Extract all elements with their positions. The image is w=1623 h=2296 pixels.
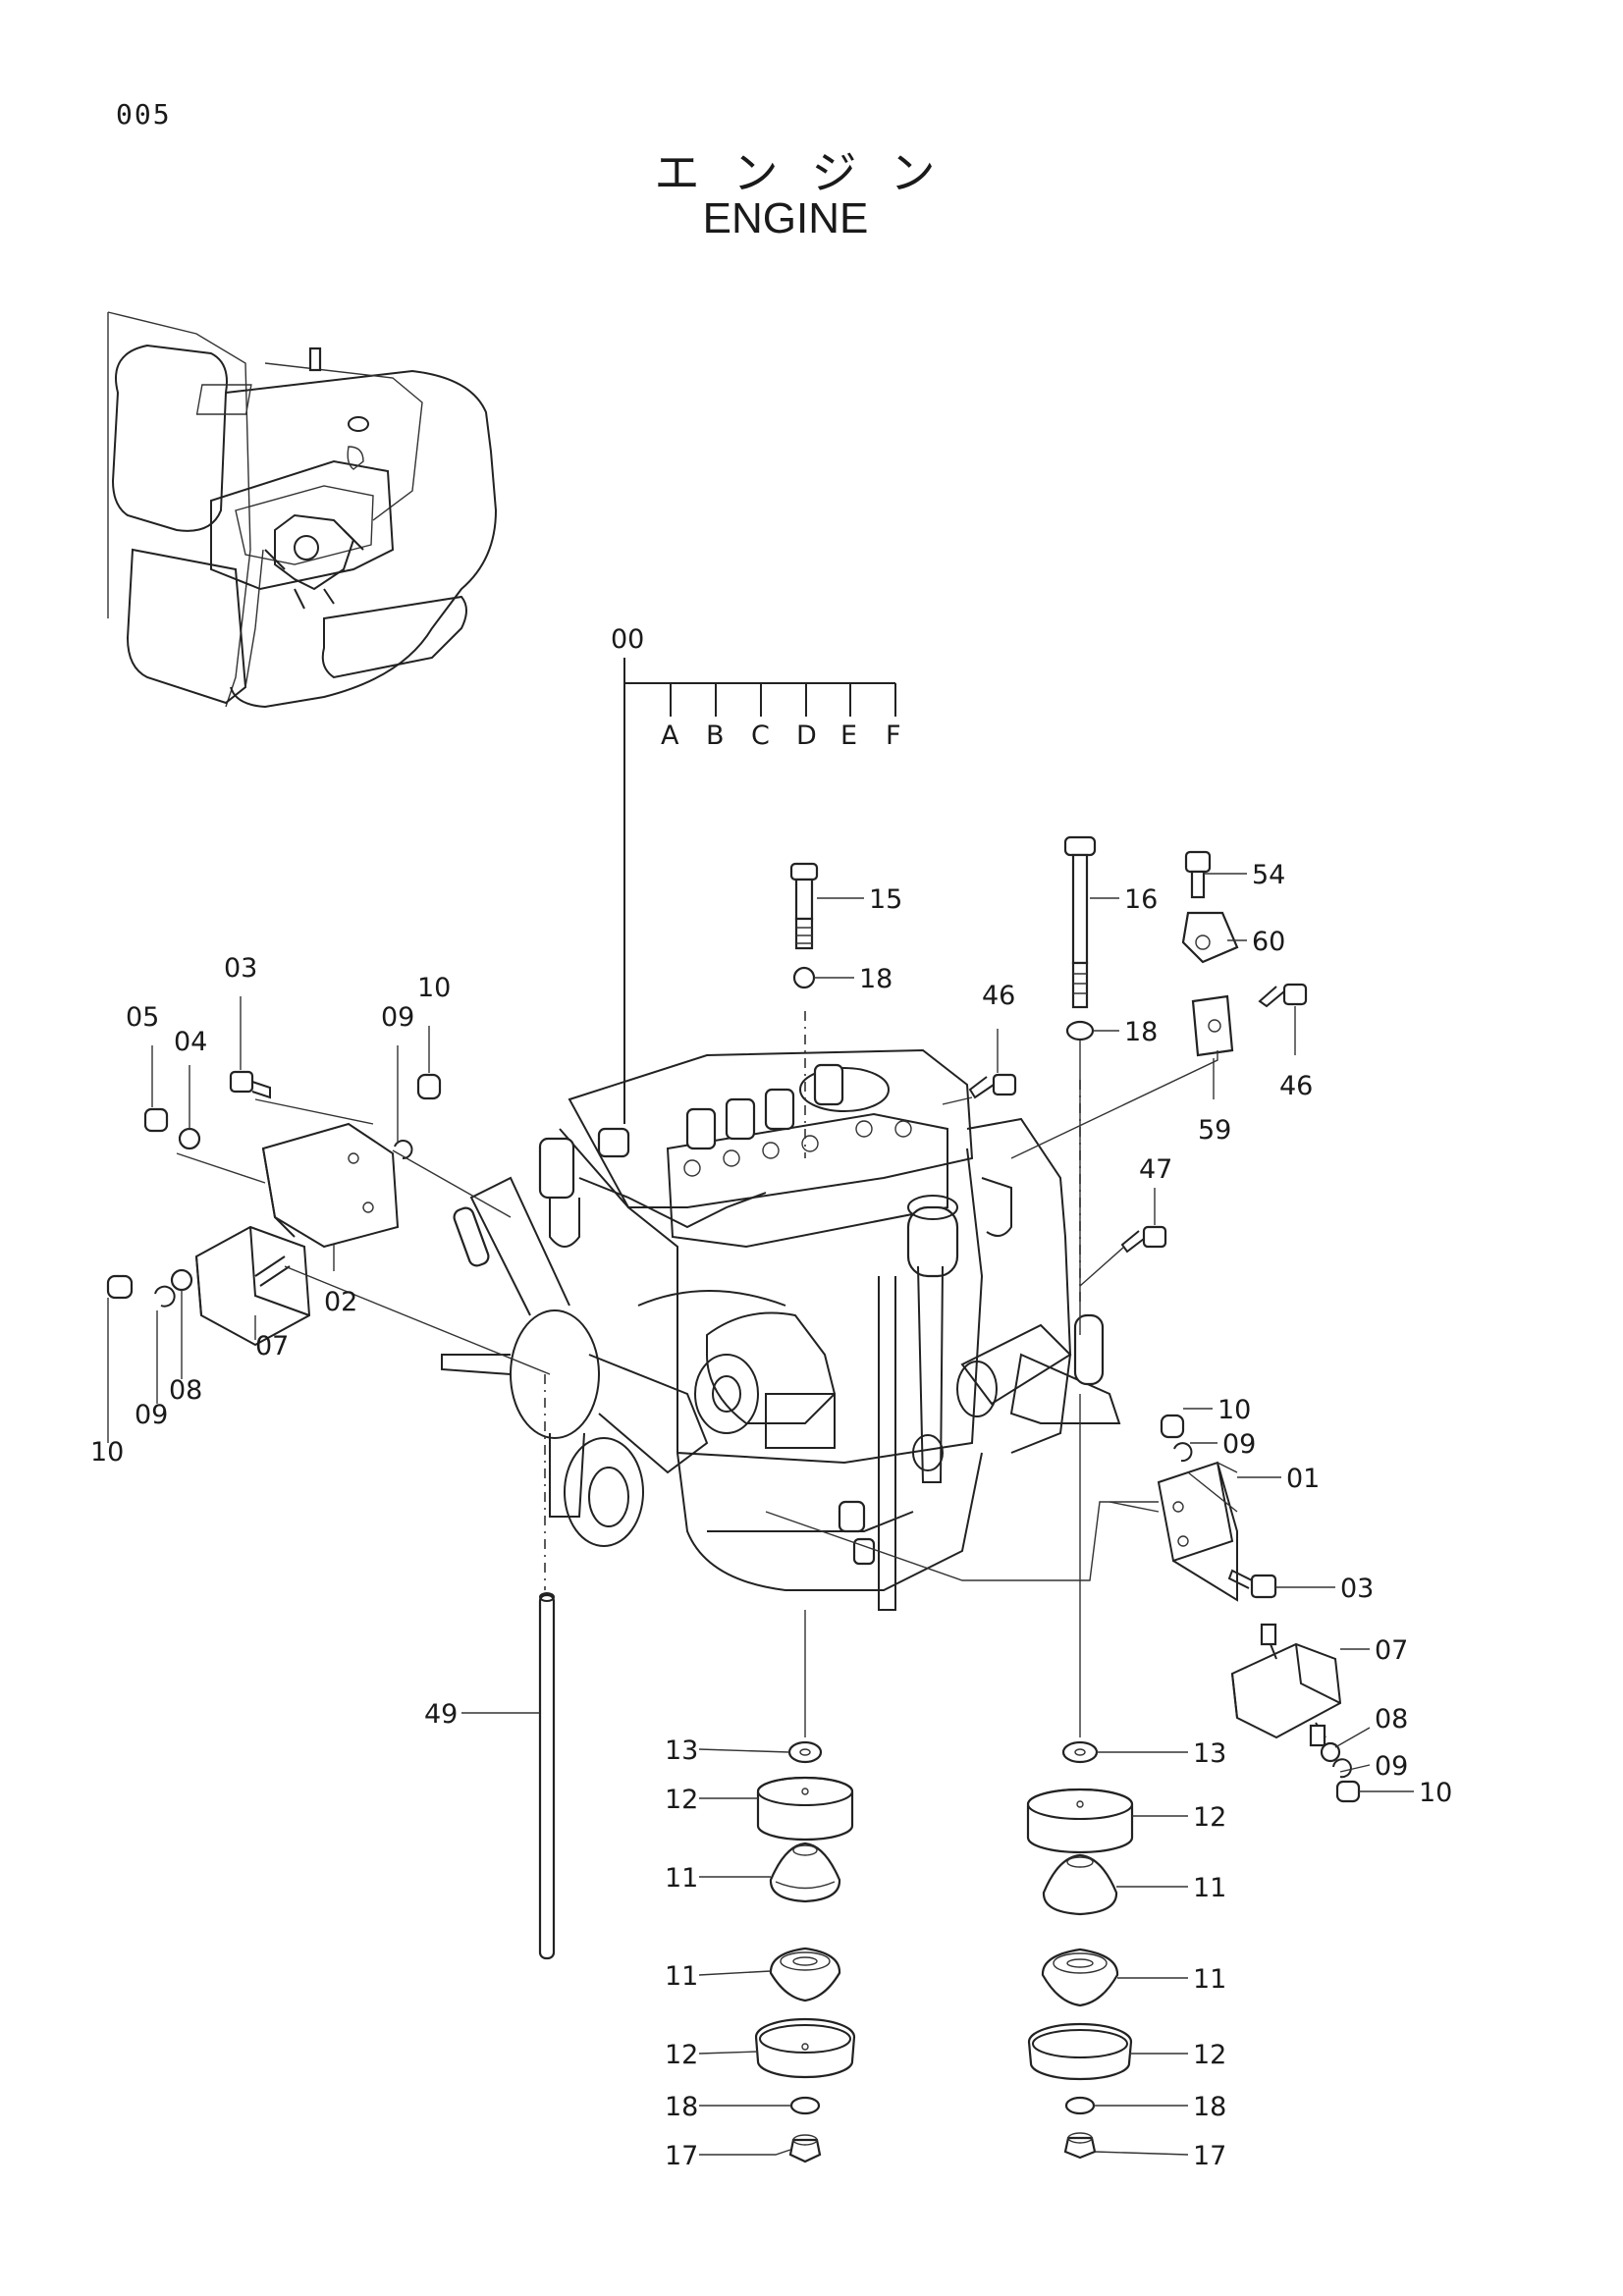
callout-46-right: 46	[1279, 1071, 1313, 1101]
page-title-english: ENGINE	[702, 194, 869, 242]
callout-49: 49	[424, 1699, 458, 1730]
callout-12-right-lower: 12	[1193, 2040, 1226, 2070]
right-engine-mount	[765, 1414, 1361, 1803]
callout-04: 04	[174, 1027, 207, 1057]
callout-12-left-lower: 12	[665, 2040, 698, 2070]
variant-a: A	[661, 721, 679, 751]
callout-10-left-bottom: 10	[90, 1437, 124, 1468]
variant-c: C	[751, 721, 770, 751]
callout-05: 05	[126, 1002, 159, 1033]
left-engine-mount	[106, 1070, 551, 1375]
callout-10-right-bottom: 10	[1419, 1778, 1452, 1808]
callout-08-right: 08	[1375, 1704, 1408, 1735]
callout-12-right-upper: 12	[1193, 1802, 1226, 1833]
callout-11-left-lower: 11	[665, 1961, 698, 1992]
callout-11-right-lower: 11	[1193, 1964, 1226, 1995]
callout-18-top-right: 18	[1124, 1017, 1158, 1047]
callout-18-top-left: 18	[859, 964, 893, 994]
callout-11-right-upper: 11	[1193, 1873, 1226, 1903]
callout-47: 47	[1139, 1154, 1172, 1185]
callout-15: 15	[869, 884, 902, 915]
callout-labels: 15 16 54 60 18 18 46 46 59 47 03 05 04 0…	[90, 860, 1452, 2171]
callout-11-left-upper: 11	[665, 1863, 698, 1894]
callout-10-left-top: 10	[417, 973, 451, 1003]
callout-54: 54	[1252, 860, 1285, 890]
callout-46-left: 46	[982, 981, 1015, 1011]
top-fasteners	[789, 835, 1308, 1335]
assembly-tree: 00 A B C D E F	[611, 624, 901, 1124]
callout-01: 01	[1286, 1464, 1320, 1494]
callout-08-left: 08	[169, 1375, 202, 1406]
right-rubber-mount-stack	[1026, 1394, 1134, 2160]
callout-07-left: 07	[255, 1331, 289, 1362]
callout-60: 60	[1252, 927, 1285, 957]
callout-13-left: 13	[665, 1735, 698, 1766]
assembly-label: 00	[611, 624, 644, 655]
callout-59: 59	[1198, 1115, 1231, 1146]
callout-17-right: 17	[1193, 2141, 1226, 2171]
variant-f: F	[886, 721, 901, 751]
callout-09-right-bottom: 09	[1375, 1751, 1408, 1782]
variant-d: D	[796, 721, 817, 751]
callout-18-left-bottom: 18	[665, 2092, 698, 2122]
callout-16: 16	[1124, 884, 1158, 915]
variant-b: B	[706, 721, 725, 751]
callout-12-left-upper: 12	[665, 1785, 698, 1815]
callout-07-right: 07	[1375, 1635, 1408, 1666]
callout-10-right-top: 10	[1217, 1395, 1251, 1425]
leader-lines	[107, 873, 1414, 2156]
callout-18-right-bottom: 18	[1193, 2092, 1226, 2122]
callout-09-left-top: 09	[381, 1002, 414, 1033]
callout-03-right: 03	[1340, 1574, 1374, 1604]
callout-13-right: 13	[1193, 1738, 1226, 1769]
left-rubber-mount-stack	[754, 1610, 856, 2163]
page-number: 005	[116, 98, 172, 131]
engine-block-icon	[441, 1048, 1121, 1611]
shaft-49	[538, 1592, 556, 1960]
callout-17-left: 17	[665, 2141, 698, 2171]
excavator-rear-icon	[107, 311, 498, 709]
callout-09-left-bottom: 09	[135, 1400, 168, 1430]
callout-03-left: 03	[224, 953, 257, 984]
page-title-japanese: エンジン	[654, 146, 969, 199]
callout-02: 02	[324, 1287, 357, 1317]
variant-e: E	[840, 721, 857, 751]
callout-09-right-top: 09	[1222, 1429, 1256, 1460]
